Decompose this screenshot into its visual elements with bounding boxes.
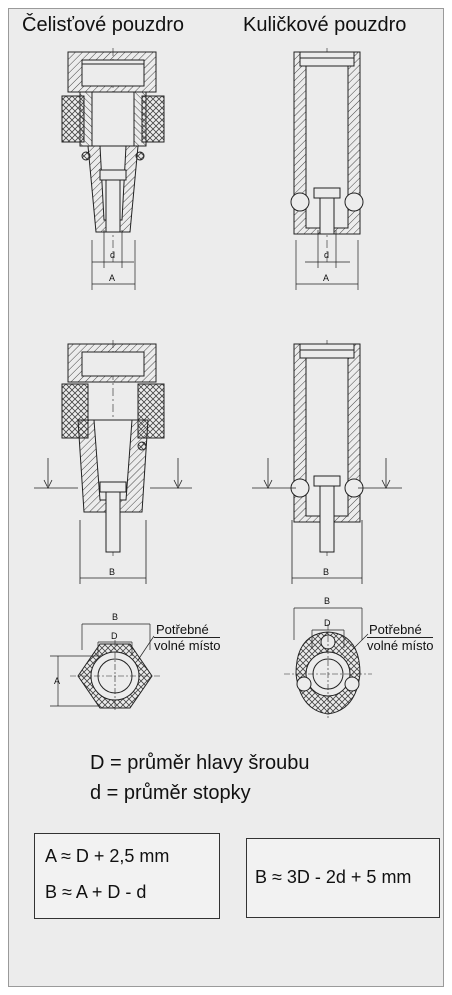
- title-collet-chuck: Čelisťové pouzdro: [22, 14, 185, 36]
- title-ball-chuck: Kuličkové pouzdro: [243, 14, 407, 36]
- ball-plan-view: [284, 607, 372, 720]
- legend-d-definition: d = průměr stopky: [90, 782, 251, 804]
- dim-B-collet-plan: B: [112, 612, 118, 622]
- diagram-panel: [8, 8, 444, 987]
- callout-collet-clearance-line1: Potřebné: [156, 622, 209, 637]
- callout-collet-clearance-line2: volné místo: [154, 637, 221, 653]
- dim-B-ball-plan: B: [324, 596, 330, 606]
- ball-chuck-open-section: [290, 340, 364, 556]
- dim-A-collet-plan: A: [54, 676, 60, 686]
- formula-A: A ≈ D + 2,5 mm: [45, 846, 170, 866]
- dim-B-collet-open: B: [109, 567, 115, 577]
- dim-D-ball-plan: D: [324, 618, 331, 628]
- collet-chuck-open-section: [61, 340, 165, 556]
- legend-D-definition: D = průměr hlavy šroubu: [90, 752, 310, 774]
- collet-chuck-closed-section: [61, 48, 165, 262]
- callout-ball-clearance-line2: volné místo: [367, 637, 434, 653]
- collet-chuck-open-arrows: [34, 458, 192, 584]
- formula-box-ball: B ≈ 3D - 2d + 5 mm: [246, 838, 440, 918]
- dim-A-collet: A: [109, 273, 115, 283]
- ball-chuck-closed-dims: [295, 230, 359, 290]
- formula-B-collet: B ≈ A + D - d: [45, 882, 147, 902]
- collet-chuck-closed-dims: [91, 230, 136, 290]
- formula-B-ball: B ≈ 3D - 2d + 5 mm: [255, 867, 412, 887]
- ball-chuck-open-arrows: [252, 458, 402, 584]
- dim-D-collet-plan: D: [111, 631, 118, 641]
- dim-d-ball: d: [324, 250, 329, 260]
- dim-B-ball-open: B: [323, 567, 329, 577]
- dim-A-ball: A: [323, 273, 329, 283]
- ball-chuck-closed-section: [290, 48, 364, 262]
- formula-box-collet: A ≈ D + 2,5 mm B ≈ A + D - d: [34, 833, 220, 919]
- dim-d-collet: d: [110, 250, 115, 260]
- collet-plan-view: [50, 623, 160, 712]
- callout-ball-clearance-line1: Potřebné: [369, 622, 422, 637]
